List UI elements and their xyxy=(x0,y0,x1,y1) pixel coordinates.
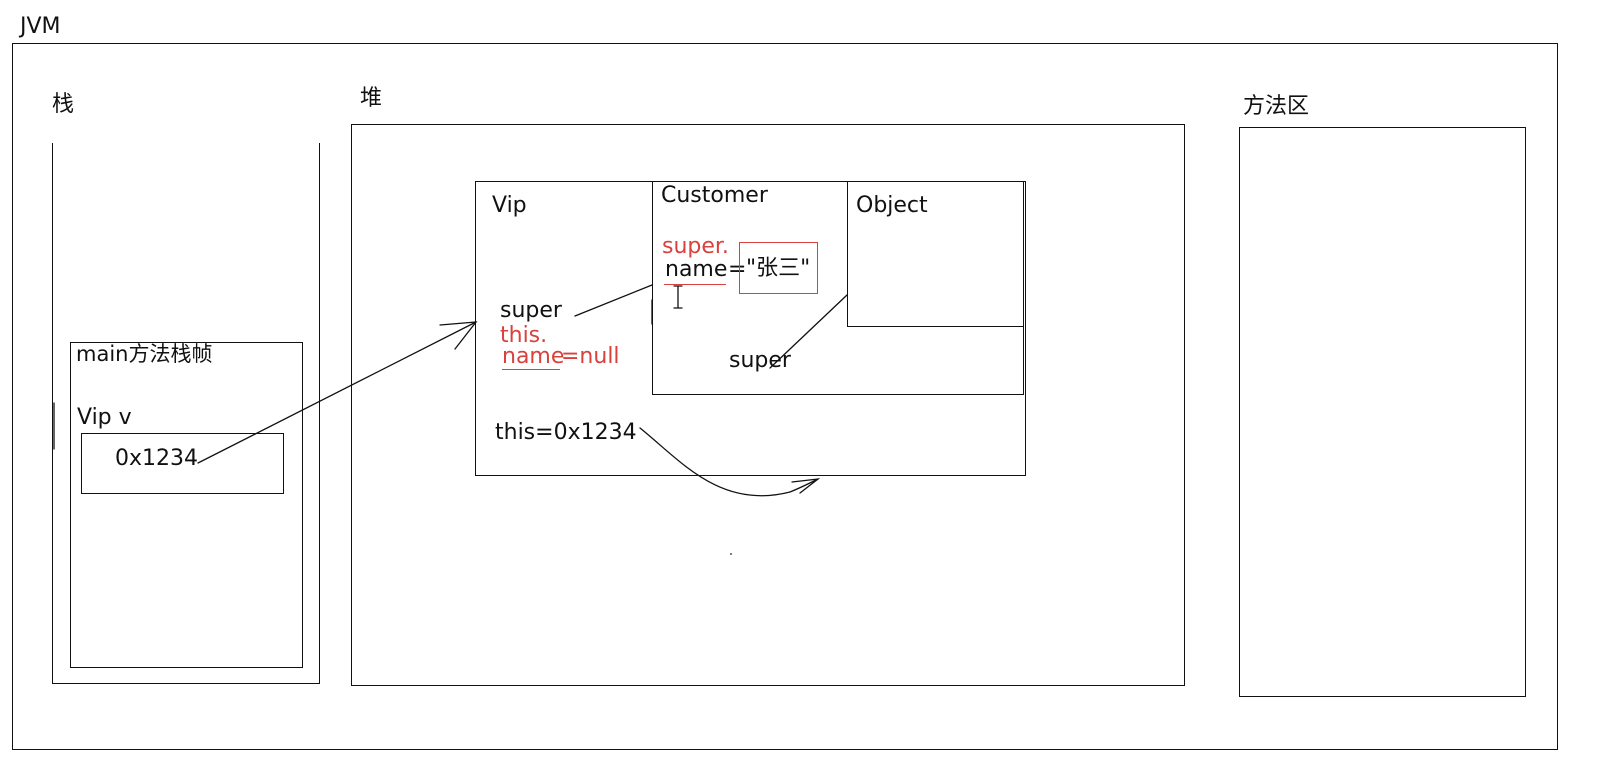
customer-name-value-box xyxy=(739,242,818,294)
object-label: Object xyxy=(856,193,928,218)
jvm-container xyxy=(12,43,1558,750)
vip-label: Vip xyxy=(492,193,527,218)
main-stack-frame xyxy=(70,342,303,668)
customer-name-field: name xyxy=(665,257,728,282)
vip-this-reference: this=0x1234 xyxy=(495,420,637,445)
customer-label: Customer xyxy=(661,183,768,208)
vip-name-field: name xyxy=(502,344,565,369)
variable-value: 0x1234 xyxy=(115,446,199,471)
main-frame-label: main方法栈帧 xyxy=(76,342,213,366)
vip-name-value: =null xyxy=(561,344,620,369)
customer-name-underline xyxy=(664,284,726,285)
customer-name-value: "张三" xyxy=(746,256,811,281)
vip-super-label: super xyxy=(500,298,562,323)
customer-super-label: super xyxy=(729,348,791,373)
vip-name-underline xyxy=(502,369,560,370)
customer-super-prefix: super. xyxy=(662,234,729,259)
stack-label: 栈 xyxy=(52,92,75,117)
jvm-label: JVM xyxy=(20,14,61,39)
method-area-container xyxy=(1239,127,1526,697)
vip-this-prefix: this. xyxy=(500,323,548,348)
variable-label: Vip v xyxy=(77,405,132,430)
heap-label: 堆 xyxy=(360,86,383,111)
method-area-label: 方法区 xyxy=(1243,94,1310,119)
customer-name-eq: = xyxy=(728,257,747,282)
object-object xyxy=(847,181,1024,327)
